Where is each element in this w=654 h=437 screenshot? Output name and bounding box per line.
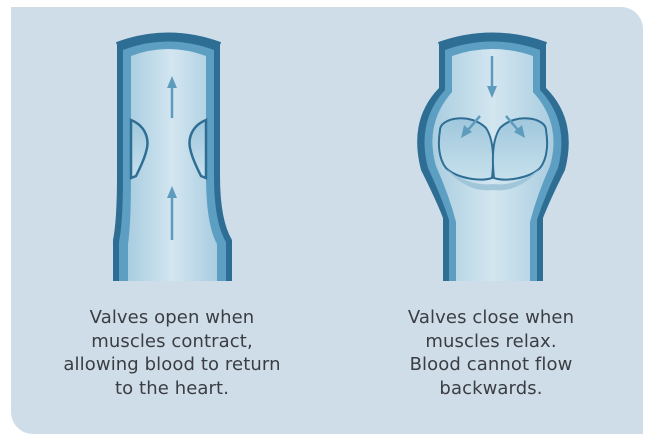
vein-open-valves (113, 36, 232, 282)
caption-valves-close: Valves close when muscles relax. Blood c… (341, 306, 641, 400)
vein-closed-valves (417, 36, 569, 282)
caption-valves-open: Valves open when muscles contract, allow… (22, 306, 322, 400)
